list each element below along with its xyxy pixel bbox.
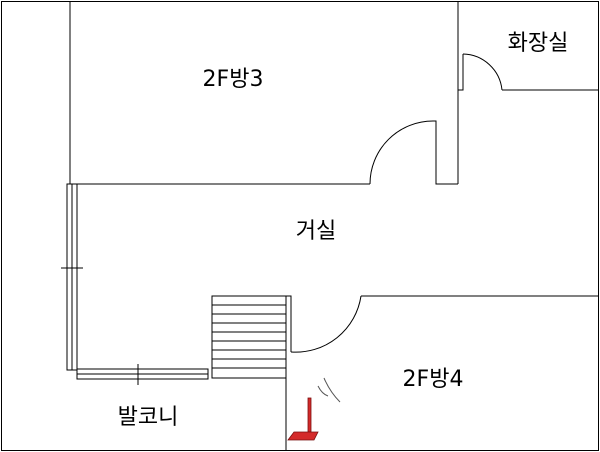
room-label-room4: 2F방4 xyxy=(403,367,464,392)
router-signal-arc xyxy=(323,377,341,403)
room-label-balcony: 발코니 xyxy=(118,405,179,430)
room-label-room3: 2F방3 xyxy=(203,67,264,92)
room-label-living: 거실 xyxy=(296,219,336,244)
room3-door-leaf xyxy=(433,120,458,185)
room3-door-swing xyxy=(369,120,434,185)
router-antenna xyxy=(307,397,312,433)
staircase xyxy=(211,295,287,379)
room4-door-swing xyxy=(290,295,362,353)
room4-door-leaf xyxy=(285,295,292,450)
bathroom-door-leaf xyxy=(458,54,464,91)
router-body xyxy=(287,431,319,441)
room-label-bathroom: 화장실 xyxy=(508,31,569,56)
bathroom-door-swing xyxy=(462,53,503,91)
router-signal-arc xyxy=(317,385,329,397)
wifi-router-icon xyxy=(287,377,341,441)
